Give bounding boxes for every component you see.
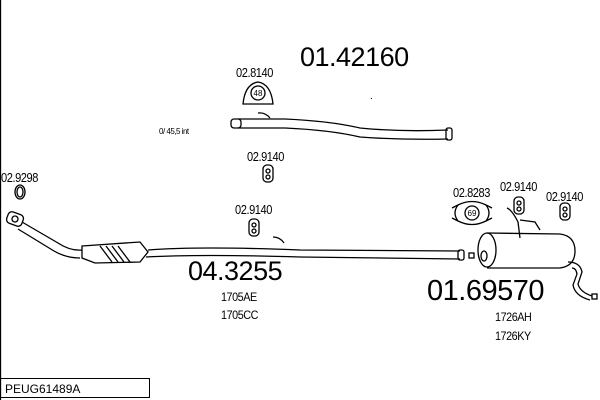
hanger-icon [513, 196, 525, 215]
front-pipe-part-number: 04.3255 [188, 256, 283, 286]
clamp-69-size: 69 [468, 209, 477, 218]
front-pipe-oem-2: 1705CC [221, 308, 258, 322]
ring-icon [14, 184, 26, 200]
clamp-48-icon: 48 [242, 81, 274, 105]
dot-mark: . [370, 91, 373, 102]
hanger-icon [248, 218, 260, 237]
rear-muffler-part-number: 01.69570 [427, 275, 544, 307]
pipe-diameter-note: 0/ 45,5 int [159, 127, 189, 136]
reference-code: PEUG61489A [0, 378, 150, 398]
clamp-48-size: 48 [254, 89, 263, 98]
rear-muffler [468, 207, 598, 301]
rear-clamp-part-number: 02.8283 [453, 185, 490, 200]
top-clamp-part-number: 02.8140 [236, 65, 273, 80]
mid-hanger-part-number: 02.9140 [247, 149, 284, 164]
clamp-69-icon: 69 [451, 200, 493, 226]
middle-pipe [230, 112, 453, 141]
front-pipe [5, 211, 465, 264]
hanger-icon [262, 164, 274, 183]
rear-hanger1-part-number: 02.9140 [500, 179, 537, 194]
front-pipe-oem-1: 1705AE [220, 290, 257, 304]
rear-muffler-oem-1: 1726AH [495, 310, 532, 324]
ring-part-number: 02.9298 [1, 170, 38, 185]
rear-muffler-oem-2: 1726KY [494, 329, 531, 343]
assembly-part-number: 01.42160 [300, 42, 409, 72]
hanger-icon [559, 202, 571, 221]
front-hanger-part-number: 02.9140 [235, 202, 272, 217]
rear-hanger2-part-number: 02.9140 [546, 189, 583, 204]
